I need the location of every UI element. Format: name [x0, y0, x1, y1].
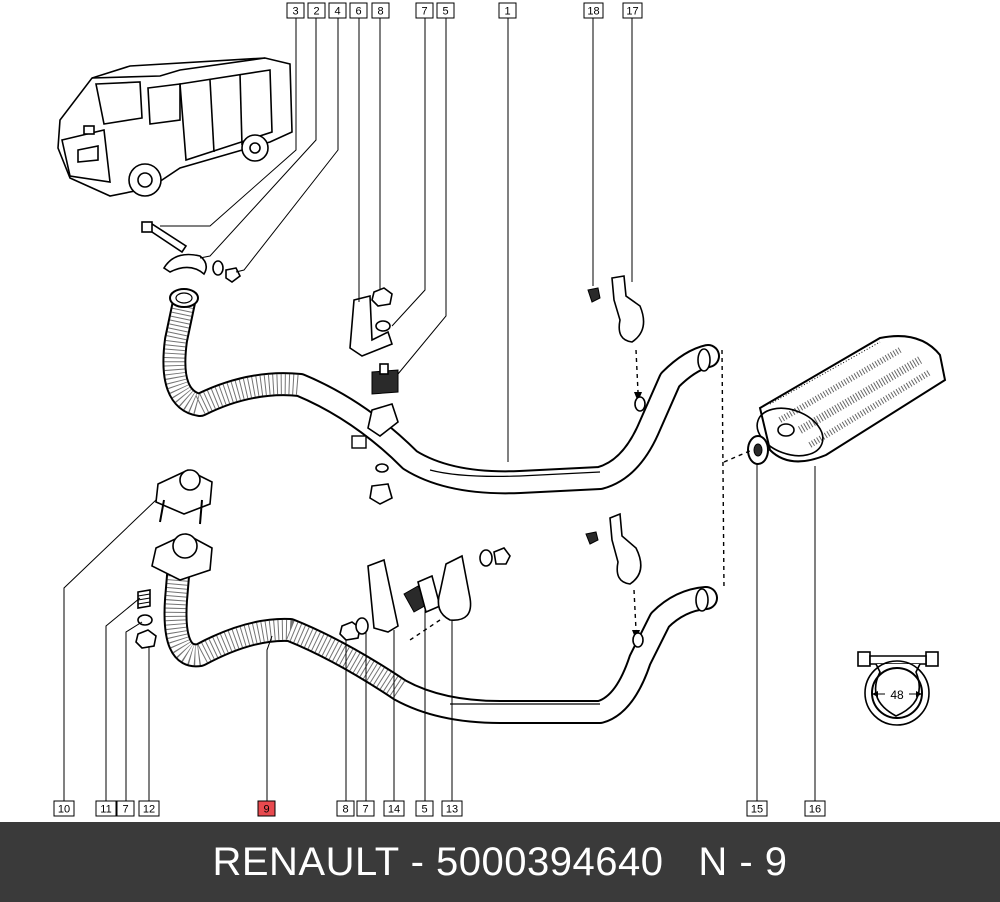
callout-17: 17 — [622, 2, 643, 19]
callout-6: 6 — [349, 2, 368, 19]
upper-exhaust-pipe — [162, 288, 720, 495]
callout-13: 13 — [441, 800, 463, 817]
svg-text:15: 15 — [751, 804, 763, 816]
callout-15: 15 — [746, 800, 768, 817]
callout-5-bottom: 5 — [415, 800, 434, 817]
muffler — [747, 335, 947, 465]
part-number-caption: RENAULT - 5000394640 N - 9 — [212, 839, 788, 884]
svg-text:5: 5 — [421, 804, 427, 816]
callout-18: 18 — [583, 2, 604, 19]
callout-9-highlighted: 9 — [257, 800, 276, 817]
callout-8-top: 8 — [371, 2, 390, 19]
svg-text:7: 7 — [421, 6, 427, 18]
callout-4: 4 — [328, 2, 347, 19]
assembly-line-right — [721, 349, 725, 591]
callout-10: 10 — [53, 800, 75, 817]
callout-16: 16 — [804, 800, 826, 817]
callout-7-bottom: 7 — [356, 800, 375, 817]
svg-text:12: 12 — [143, 804, 155, 816]
upper-fasteners — [141, 221, 646, 505]
svg-text:4: 4 — [334, 6, 340, 18]
svg-text:17: 17 — [626, 6, 638, 18]
svg-text:11: 11 — [100, 804, 111, 816]
svg-text:16: 16 — [809, 804, 821, 816]
svg-text:5: 5 — [442, 6, 448, 18]
svg-text:8: 8 — [377, 6, 383, 18]
svg-text:8: 8 — [342, 804, 348, 816]
svg-text:6: 6 — [355, 6, 361, 18]
callout-12: 12 — [138, 800, 160, 817]
callout-5-top: 5 — [436, 2, 455, 19]
svg-text:7: 7 — [122, 804, 128, 816]
clamp-dimension-label: 48 — [890, 688, 904, 702]
clamp-detail: 48 — [857, 651, 939, 726]
svg-text:7: 7 — [362, 804, 368, 816]
assembly-line-muffler — [723, 449, 753, 463]
lower-fasteners — [135, 469, 644, 649]
svg-text:3: 3 — [292, 6, 298, 18]
callout-1: 1 — [498, 2, 517, 19]
svg-text:18: 18 — [587, 6, 599, 18]
callout-3: 3 — [286, 2, 305, 19]
svg-text:10: 10 — [58, 804, 70, 816]
svg-text:14: 14 — [388, 804, 400, 816]
svg-text:1: 1 — [504, 6, 510, 18]
callout-11: 11 — [95, 800, 117, 817]
callout-7-bottom-left: 7 — [116, 800, 135, 817]
exhaust-system-diagram: 48 3 2 4 6 — [53, 2, 947, 817]
callout-2: 2 — [307, 2, 326, 19]
callout-7-top: 7 — [415, 2, 434, 19]
svg-text:13: 13 — [446, 804, 458, 816]
van-illustration — [57, 57, 293, 197]
leader-lines — [63, 18, 816, 802]
callout-14: 14 — [383, 800, 405, 817]
svg-text:9: 9 — [263, 804, 269, 816]
callout-8-bottom: 8 — [336, 800, 355, 817]
lower-exhaust-pipe — [163, 540, 718, 724]
footer-banner: RENAULT - 5000394640 N - 9 — [0, 822, 1000, 902]
svg-text:2: 2 — [313, 6, 319, 18]
